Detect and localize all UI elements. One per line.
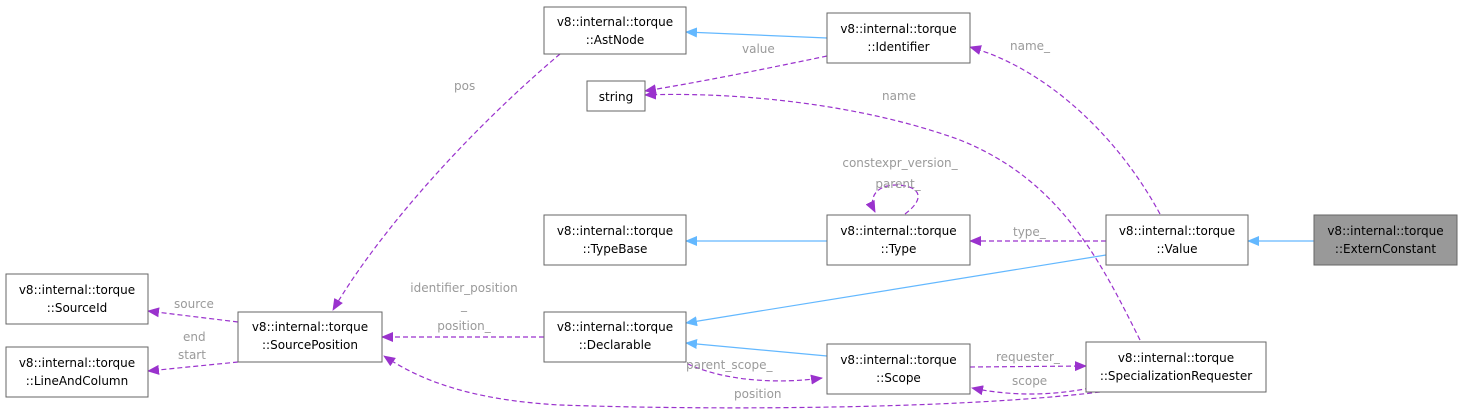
node-ast-node-class: ::AstNode: [586, 33, 645, 47]
edge-type-self-loop: [865, 184, 919, 215]
node-line-and-column-namespace: v8::internal::torque: [19, 356, 135, 370]
edge-label-pos: pos: [454, 79, 475, 93]
node-extern-constant[interactable]: v8::internal::torque ::ExternConstant: [1313, 214, 1458, 266]
edge-label-parent-scope: parent_scope_: [686, 358, 774, 372]
edge-source-position-start-to-line-and-column: [147, 361, 239, 375]
edge-requester-scope-to-scope: [971, 385, 1091, 396]
edge-label-end: end: [183, 330, 206, 344]
edge-label-name: name: [882, 89, 916, 103]
edge-requester-requester-to-scope: [969, 361, 1087, 372]
edge-label-parent: parent_: [875, 177, 921, 191]
edge-requester-name-to-string: [644, 89, 1141, 341]
node-scope-namespace: v8::internal::torque: [840, 353, 956, 367]
node-extern-constant-class: ::ExternConstant: [1335, 242, 1436, 256]
edge-identifier-value-to-string: [644, 55, 828, 95]
edge-identifier-to-ast-node: [685, 27, 828, 39]
node-line-and-column-class: ::LineAndColumn: [26, 374, 128, 388]
node-source-id-namespace: v8::internal::torque: [19, 283, 135, 297]
node-specialization-requester-namespace: v8::internal::torque: [1118, 351, 1234, 365]
edge-requester-position-to-source-position: [383, 355, 1101, 409]
node-source-position[interactable]: v8::internal::torque ::SourcePosition: [237, 311, 383, 363]
node-specialization-requester[interactable]: v8::internal::torque ::SpecializationReq…: [1085, 341, 1267, 393]
node-source-position-namespace: v8::internal::torque: [252, 320, 368, 334]
node-value-class: ::Value: [1156, 242, 1197, 256]
node-declarable-class: ::Declarable: [579, 338, 652, 352]
edge-label-value: value: [742, 42, 775, 56]
node-type[interactable]: v8::internal::torque ::Type: [826, 214, 971, 266]
edge-label-requester: requester_: [996, 350, 1061, 364]
edge-label-scope: scope: [1012, 374, 1047, 388]
node-source-id[interactable]: v8::internal::torque ::SourceId: [5, 273, 149, 325]
node-scope[interactable]: v8::internal::torque ::Scope: [826, 343, 971, 395]
edge-label-position-underscore: position_: [437, 319, 492, 333]
edge-value-to-declarable: [685, 254, 1107, 327]
edge-label-start: start: [178, 348, 206, 362]
node-identifier-namespace: v8::internal::torque: [840, 22, 956, 36]
node-type-base-namespace: v8::internal::torque: [557, 224, 673, 238]
node-string[interactable]: string: [586, 80, 646, 112]
edge-scope-to-declarable: [685, 339, 828, 357]
edge-label-position: position: [734, 387, 782, 401]
edge-label-source: source: [174, 297, 214, 311]
node-specialization-requester-class: ::SpecializationRequester: [1100, 369, 1252, 383]
node-ast-node-namespace: v8::internal::torque: [557, 15, 673, 29]
node-type-namespace: v8::internal::torque: [840, 224, 956, 238]
node-type-class: ::Type: [881, 242, 917, 256]
edge-scope-parent-scope-to-scope: [679, 359, 823, 385]
node-declarable[interactable]: v8::internal::torque ::Declarable: [543, 311, 687, 363]
node-extern-constant-namespace: v8::internal::torque: [1327, 224, 1443, 238]
node-scope-class: ::Scope: [876, 371, 921, 385]
edge-source-position-source-to-source-id: [147, 307, 239, 323]
edge-label-constexpr-version: constexpr_version_: [842, 156, 958, 170]
node-identifier[interactable]: v8::internal::torque ::Identifier: [826, 12, 971, 64]
edge-label-type: type_: [1013, 225, 1047, 239]
node-type-base[interactable]: v8::internal::torque ::TypeBase: [543, 214, 687, 266]
node-line-and-column[interactable]: v8::internal::torque ::LineAndColumn: [5, 346, 149, 398]
node-value-namespace: v8::internal::torque: [1119, 224, 1235, 238]
node-ast-node[interactable]: v8::internal::torque ::AstNode: [543, 6, 687, 55]
node-source-id-class: ::SourceId: [47, 301, 107, 315]
edge-label-identifier-position: identifier_position: [410, 281, 517, 295]
node-declarable-namespace: v8::internal::torque: [557, 320, 673, 334]
node-identifier-class: ::Identifier: [867, 40, 929, 54]
node-string-label: string: [599, 90, 633, 104]
edge-label-identifier-position-underscore: _: [460, 298, 468, 312]
node-type-base-class: ::TypeBase: [583, 242, 648, 256]
edge-value-name-to-identifier: [969, 45, 1161, 215]
node-value[interactable]: v8::internal::torque ::Value: [1105, 214, 1249, 266]
edge-label-name-underscore: name_: [1010, 39, 1051, 53]
edge-ast-node-pos-to-source-position: [332, 53, 561, 311]
node-source-position-class: ::SourcePosition: [262, 338, 358, 352]
